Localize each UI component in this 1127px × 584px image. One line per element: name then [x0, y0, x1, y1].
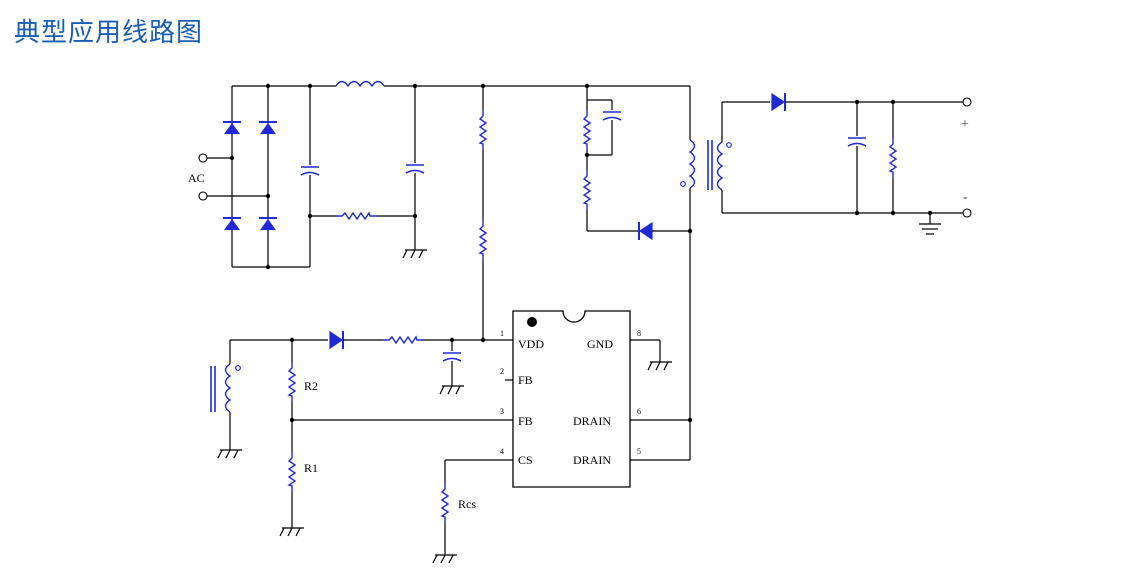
output-minus-label: -: [963, 190, 968, 205]
pin-fb3-label: FB: [518, 414, 533, 428]
pin-gnd-label: GND: [587, 337, 613, 351]
pin-3-number: 3: [500, 407, 504, 416]
pin-5-number: 5: [637, 447, 641, 456]
pin-6-number: 6: [637, 407, 641, 416]
controller-ic: 1 2 3 4 8 6 5 VDD FB FB CS GND DRAIN DRA…: [500, 310, 693, 488]
pin-drain6-label: DRAIN: [573, 414, 611, 428]
startup-resistors: [479, 86, 487, 340]
pin-4-number: 4: [500, 447, 504, 456]
pin-drain5-label: DRAIN: [573, 453, 611, 467]
ac-label: AC: [188, 171, 205, 185]
pin-fb2-label: FB: [518, 373, 533, 387]
output-stage: + -: [722, 92, 972, 235]
aux-winding: [210, 330, 516, 459]
page-title: 典型应用线路图: [14, 18, 204, 48]
output-plus-label: +: [961, 117, 969, 132]
rcs-label: Rcs: [458, 497, 476, 511]
input-filter: [268, 80, 690, 268]
pin-8-number: 8: [637, 329, 641, 338]
r1-label: R1: [304, 461, 318, 475]
feedback-divider: R2 R1: [279, 340, 516, 537]
input-inductor: [335, 80, 385, 88]
pin-cs-label: CS: [518, 453, 533, 467]
rcd-snubber: [583, 86, 693, 241]
current-sense: Rcs: [432, 459, 516, 564]
bridge-rectifier: AC: [188, 83, 278, 270]
pin-2-number: 2: [500, 367, 504, 376]
pin-1-number: 1: [500, 329, 504, 338]
transformer: [680, 86, 732, 460]
r2-label: R2: [304, 379, 318, 393]
pin-vdd-label: VDD: [518, 337, 544, 351]
